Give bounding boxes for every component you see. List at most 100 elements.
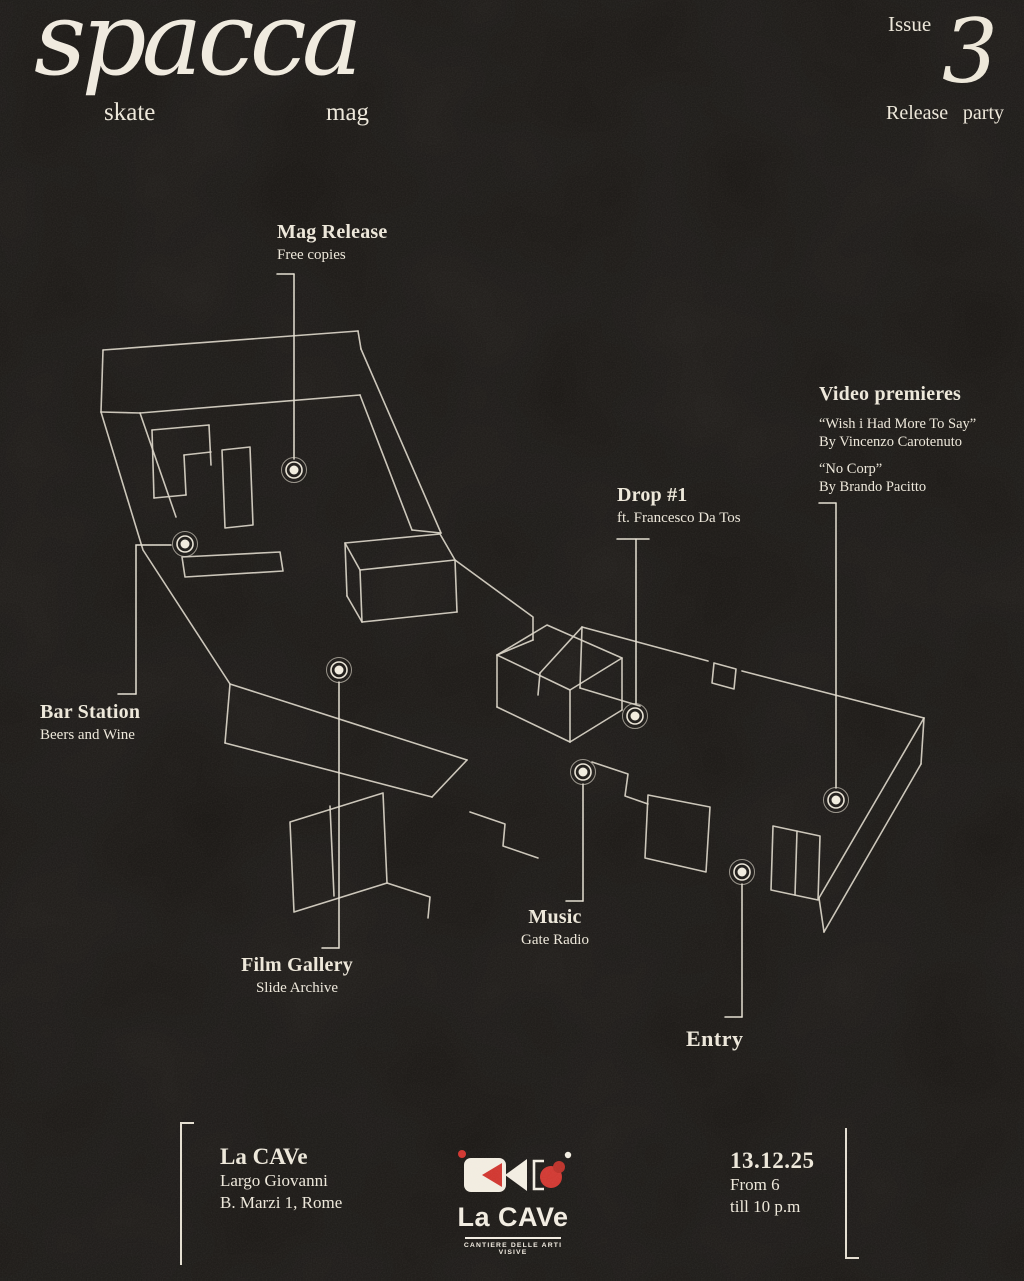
wall-line bbox=[224, 742, 433, 798]
date-block: 13.12.25 From 6 till 10 p.m bbox=[730, 1148, 815, 1218]
callout-title: Music bbox=[528, 906, 582, 928]
wall-line bbox=[794, 830, 798, 896]
wall-line bbox=[411, 529, 442, 534]
magazine-title: spacca bbox=[34, 0, 363, 99]
venue-block: La CAVe Largo Giovanni B. Marzi 1, Rome bbox=[220, 1144, 342, 1214]
video-credit: By Brando Pacitto bbox=[819, 479, 927, 495]
callout-title: Drop #1 bbox=[617, 484, 688, 506]
wall-line bbox=[386, 882, 431, 919]
callout-subtitle: Beers and Wine bbox=[40, 727, 135, 743]
event-time-line2: till 10 p.m bbox=[730, 1197, 801, 1216]
wall-line bbox=[151, 424, 210, 431]
callout-drop-1: Drop #1 ft. Francesco Da Tos bbox=[617, 484, 741, 527]
wall-line bbox=[579, 626, 583, 689]
callout-title: Mag Release bbox=[277, 221, 388, 243]
event-date: 13.12.25 bbox=[730, 1148, 815, 1173]
wall-line bbox=[539, 626, 583, 674]
wall-line bbox=[591, 761, 649, 805]
venue-address-line2: B. Marzi 1, Rome bbox=[220, 1193, 343, 1212]
party-word: party bbox=[962, 102, 1004, 124]
wall-line bbox=[151, 429, 155, 499]
callout-title: Film Gallery bbox=[241, 954, 353, 976]
wall-line bbox=[569, 709, 623, 743]
wall-line bbox=[181, 551, 284, 578]
wall-line bbox=[537, 672, 541, 696]
la-cave-logo: La CAVe CANTIERE DELLE ARTI VISIVE bbox=[450, 1146, 576, 1256]
marker-mag-release bbox=[281, 457, 307, 483]
la-cave-logo-text: La CAVe bbox=[457, 1202, 569, 1232]
wall-line bbox=[224, 683, 231, 744]
wall-line bbox=[221, 446, 254, 529]
callout-subtitle: Gate Radio bbox=[521, 932, 589, 948]
la-cave-logo-icon bbox=[458, 1150, 572, 1192]
callout-entry: Entry bbox=[686, 1026, 744, 1051]
wall-line bbox=[431, 759, 468, 798]
release-party-line: Release party bbox=[886, 102, 1004, 125]
callout-title: Video premieres bbox=[819, 383, 962, 405]
marker-entry bbox=[729, 859, 755, 885]
footer-bracket-left-tick bbox=[180, 1122, 194, 1124]
wall-line bbox=[579, 687, 641, 707]
magazine-subtitle-mag: mag bbox=[326, 99, 370, 126]
wall-line bbox=[208, 424, 212, 466]
wall-line bbox=[581, 626, 709, 662]
wall-line bbox=[454, 559, 458, 613]
video-credit: By Vincenzo Carotenuto bbox=[819, 434, 963, 450]
callout-subtitle: Slide Archive bbox=[255, 980, 339, 996]
issue-label: Issue bbox=[888, 12, 932, 36]
wall-line bbox=[100, 411, 141, 414]
wall-line bbox=[823, 763, 922, 933]
wall-line bbox=[100, 349, 104, 413]
footer-bracket-right-tick bbox=[845, 1257, 859, 1259]
release-word: Release bbox=[886, 102, 949, 124]
wall-line bbox=[741, 670, 925, 719]
callout-mag-release: Mag Release Free copies bbox=[277, 221, 388, 264]
venue-name: La CAVe bbox=[220, 1144, 308, 1169]
wall-line bbox=[496, 624, 623, 691]
callout-bar-station: Bar Station Beers and Wine bbox=[40, 701, 140, 744]
wall-line bbox=[818, 897, 825, 933]
la-cave-logo-tagline: CANTIERE DELLE ARTI VISIVE bbox=[463, 1242, 563, 1256]
wall-line bbox=[229, 683, 468, 761]
wall-line bbox=[329, 805, 335, 897]
wall-line bbox=[920, 717, 925, 765]
marker-video-premieres bbox=[823, 787, 849, 813]
wall-line bbox=[359, 569, 363, 623]
magazine-subtitle-skate: skate bbox=[104, 99, 156, 126]
marker-bar-station bbox=[172, 531, 198, 557]
callout-video-premieres: Video premieres “Wish i Had More To Say”… bbox=[819, 383, 1024, 496]
wall-line bbox=[183, 454, 187, 496]
footer-bracket-left bbox=[180, 1122, 182, 1265]
issue-number: 3 bbox=[942, 0, 998, 103]
la-cave-logo-rule bbox=[465, 1237, 561, 1239]
wall-line bbox=[357, 330, 362, 350]
marker-music bbox=[570, 759, 596, 785]
event-time-line1: From 6 bbox=[730, 1175, 780, 1194]
video-item: “No Corp” By Brando Pacitto bbox=[819, 460, 1024, 496]
wall-line bbox=[360, 348, 442, 534]
marker-film-gallery bbox=[326, 657, 352, 683]
video-item: “Wish i Had More To Say” By Vincenzo Car… bbox=[819, 415, 1024, 451]
wall-line bbox=[359, 394, 413, 531]
wall-line bbox=[361, 611, 458, 623]
wall-line bbox=[346, 595, 363, 623]
wall-line bbox=[139, 394, 361, 414]
wall-line bbox=[344, 533, 456, 571]
venue-address-line1: Largo Giovanni bbox=[220, 1171, 328, 1190]
wall-line bbox=[183, 451, 212, 456]
wall-line bbox=[644, 794, 711, 873]
callout-music: Music Gate Radio bbox=[500, 906, 610, 949]
wall-line bbox=[711, 662, 737, 690]
callout-subtitle: Free copies bbox=[277, 247, 346, 263]
wall-line bbox=[496, 706, 571, 743]
wall-line bbox=[496, 639, 534, 656]
wall-line bbox=[102, 330, 359, 351]
callout-film-gallery: Film Gallery Slide Archive bbox=[230, 954, 364, 997]
wall-line bbox=[454, 559, 534, 641]
wall-line bbox=[344, 542, 348, 597]
callout-title: Bar Station bbox=[40, 701, 141, 723]
footer-bracket-right bbox=[845, 1128, 847, 1259]
video-quote: “No Corp” bbox=[819, 461, 883, 477]
